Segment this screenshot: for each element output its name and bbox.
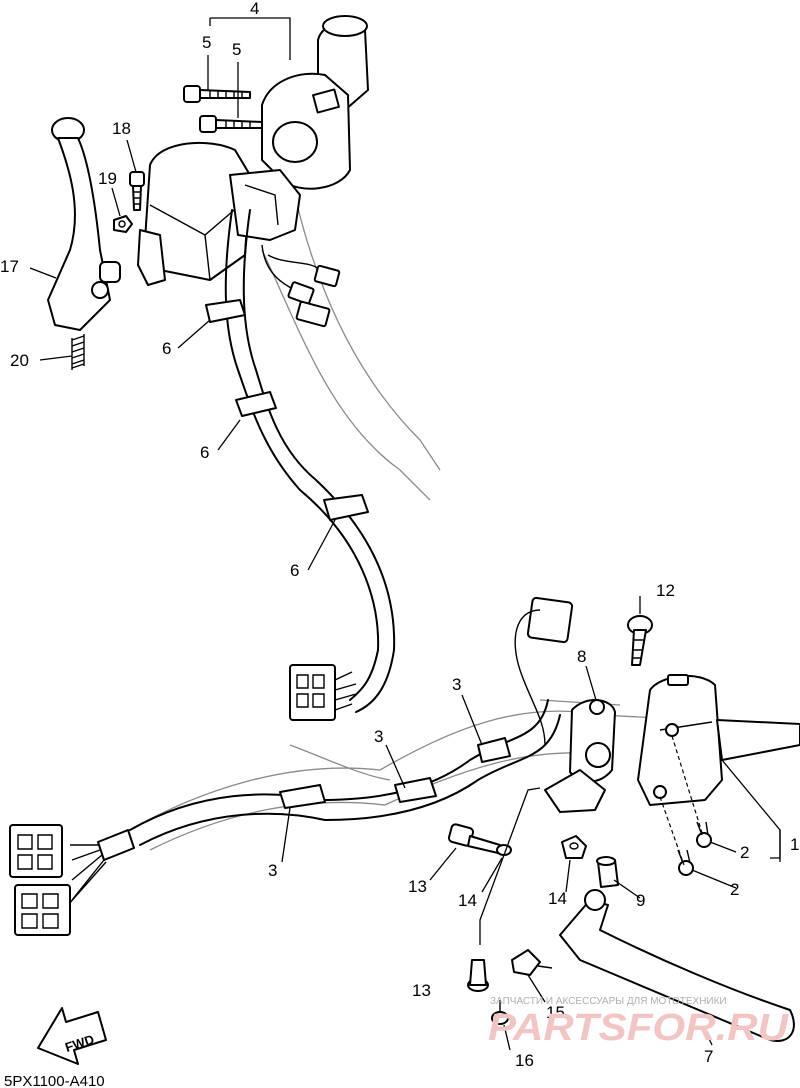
- callout-2: 2: [740, 843, 749, 862]
- lower-wire-harness: [9, 699, 561, 936]
- callout-5: 5: [232, 40, 241, 59]
- diagram-code: 5PX1100-A410: [4, 1073, 105, 1088]
- callout-3: 3: [374, 727, 383, 746]
- watermark-caption: ЗАПЧАСТИ И АКСЕССУАРЫ ДЛЯ МОТОТЕХНИКИ: [490, 996, 727, 1007]
- forward-direction-arrow: FWD: [37, 1007, 107, 1065]
- callout-4: 4: [250, 0, 259, 18]
- handlebar-outline: [129, 199, 800, 851]
- left-handlebar-switch: [137, 15, 369, 286]
- callout-17: 17: [0, 257, 19, 276]
- right-handlebar-switch: [637, 674, 800, 806]
- callout-18: 18: [112, 119, 131, 138]
- callout-9: 9: [636, 891, 645, 910]
- callout-3: 3: [452, 675, 461, 694]
- callout-1: 1: [790, 835, 799, 854]
- switch-screws: [183, 85, 263, 133]
- brake-master-cylinder: [447, 596, 795, 1042]
- callout-11: 13: [408, 877, 427, 896]
- lever-hardware: [71, 171, 145, 370]
- callout-13: 13: [412, 981, 431, 1000]
- watermark: ЗАПЧАСТИ И АКСЕССУАРЫ ДЛЯ МОТОТЕХНИКИ PA…: [488, 996, 790, 1049]
- callout-5: 5: [202, 33, 211, 52]
- callout-7: 7: [704, 1047, 713, 1066]
- callout-10: 12: [656, 581, 675, 600]
- leader-lines: [29, 17, 781, 1051]
- callout-6: 6: [200, 443, 209, 462]
- callout-19: 19: [98, 169, 117, 188]
- callout-6: 6: [162, 339, 171, 358]
- callout-12: 14: [458, 891, 477, 910]
- callout-20: 20: [10, 351, 29, 370]
- callout-16: 16: [515, 1051, 534, 1070]
- watermark-logo: PARTSFOR.RU: [488, 1007, 790, 1049]
- upper-wire-harness: [205, 209, 396, 721]
- callout-15: 15: [546, 1003, 565, 1022]
- callout-3: 3: [268, 861, 277, 880]
- clutch-lever: [47, 117, 121, 331]
- callout-8: 8: [577, 647, 586, 666]
- callout-6: 6: [290, 561, 299, 580]
- callout-14: 14: [548, 889, 567, 908]
- callout-2: 2: [730, 880, 739, 899]
